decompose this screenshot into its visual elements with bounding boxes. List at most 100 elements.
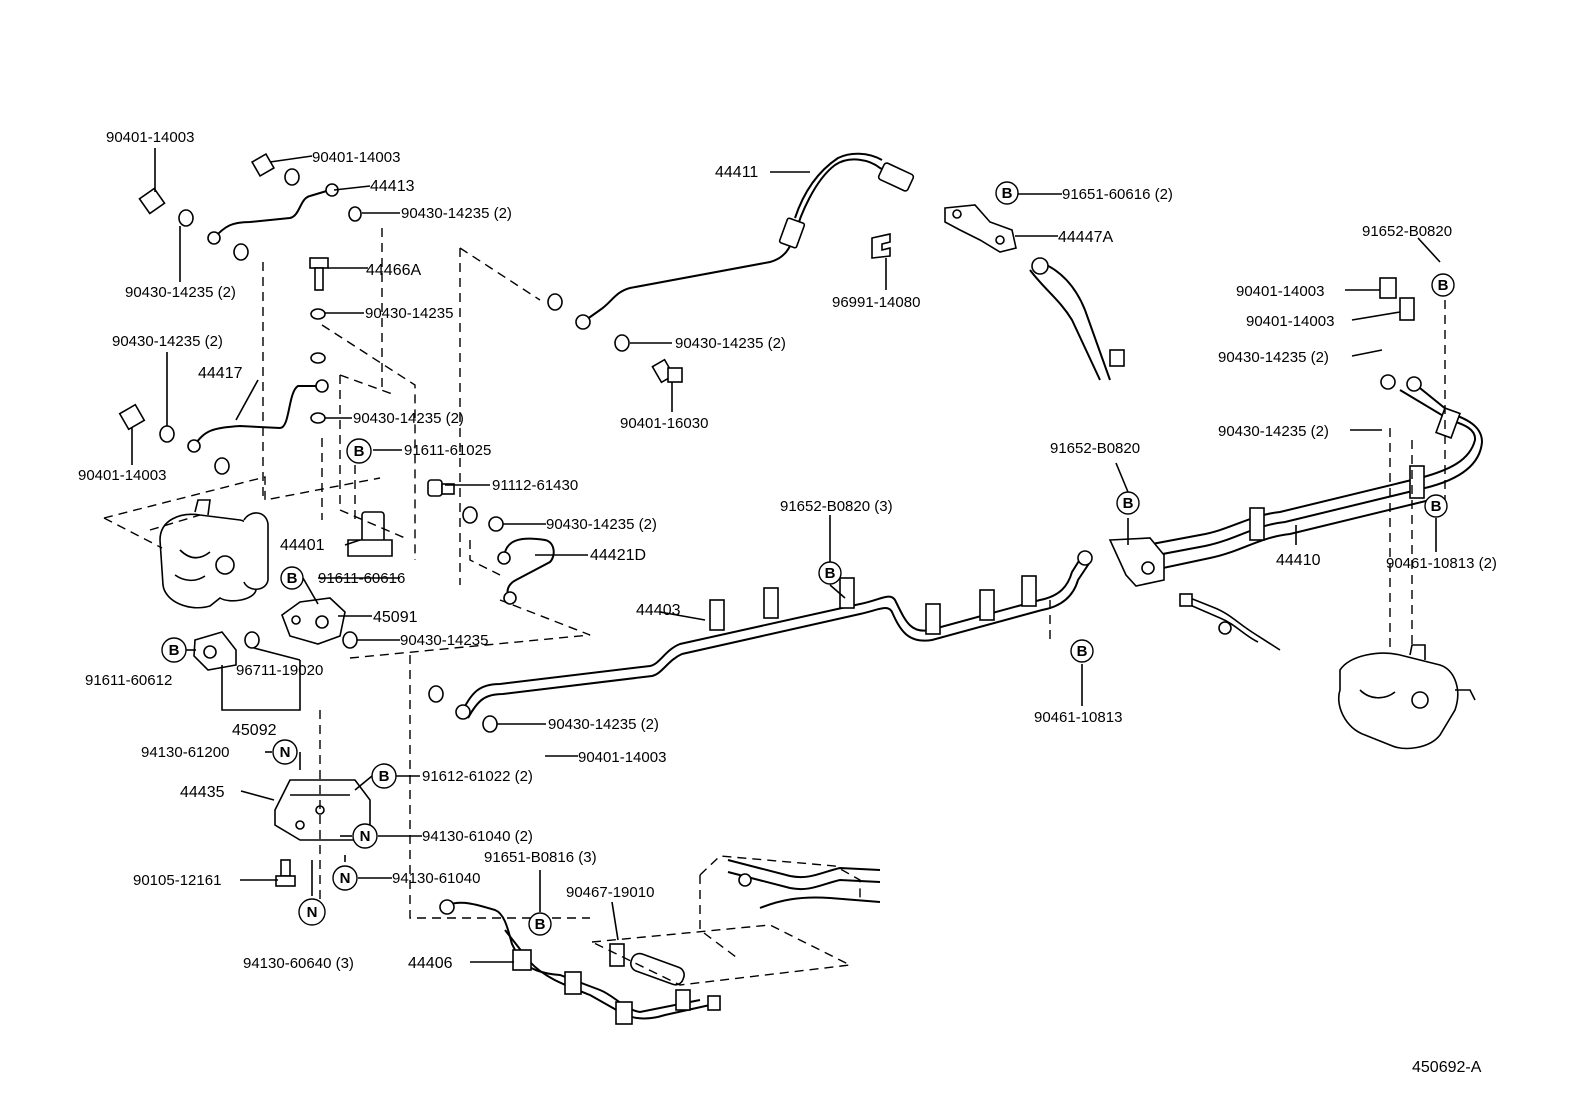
drawing-id: 450692-A [1412, 1059, 1482, 1076]
part-label: 90430-14235 (2) [1218, 423, 1329, 440]
part-label: 91611-61025 [404, 442, 491, 459]
tube-44403-inner [467, 561, 1091, 719]
marker-b: B [346, 438, 372, 464]
part-label: 91651-60616 (2) [1062, 186, 1173, 203]
part-label: 91651-B0816 (3) [484, 849, 597, 866]
bracket-45092-icon [193, 631, 260, 671]
part-label: 94130-60640 (3) [243, 955, 354, 972]
union-bolt-icon [118, 152, 276, 431]
part-label: 94130-61200 [141, 744, 229, 761]
svg-text:N: N [280, 744, 291, 761]
part-label: 91612-61022 (2) [422, 768, 533, 785]
svg-text:N: N [360, 828, 371, 845]
part-label: 90105-12161 [133, 872, 221, 889]
part-label: 96711-19020 [236, 662, 323, 679]
svg-text:B: B [379, 768, 390, 785]
marker-b: B [818, 561, 842, 585]
svg-text:B: B [1438, 277, 1449, 294]
part-label: 44413 [370, 178, 415, 195]
part-label: 90401-14003 [78, 467, 166, 484]
part-label: 90430-14235 (2) [1218, 349, 1329, 366]
actuator-icon [699, 855, 881, 961]
part-label: 44411 [715, 164, 758, 181]
bolt-icon [275, 859, 296, 887]
marker-b: B [161, 637, 187, 663]
part-label: 44403 [636, 602, 681, 619]
part-label: 90401-14003 [106, 129, 194, 146]
damper-icon [609, 943, 685, 986]
part-label: 91652-B0820 (3) [780, 498, 893, 515]
plug-icon [427, 479, 455, 497]
part-label: 90430-14235 (2) [125, 284, 236, 301]
marker-b: B [371, 763, 397, 789]
marker-n: N [352, 823, 378, 849]
marker-b: B [280, 566, 304, 590]
part-label: 44447A [1058, 229, 1113, 246]
svg-text:B: B [287, 570, 298, 587]
svg-text:N: N [340, 870, 351, 887]
clip-96991-icon [871, 233, 891, 259]
tube-44413 [213, 189, 331, 239]
part-label: 91112-61430 [492, 477, 578, 494]
svg-text:B: B [1077, 643, 1088, 660]
part-label: 90467-19010 [566, 884, 654, 901]
part-label: 91652-B0820 [1050, 440, 1140, 457]
tube-clamp-icon [512, 949, 721, 1025]
part-label: 45092 [232, 722, 277, 739]
part-label: 90430-14235 [400, 632, 488, 649]
part-label: 90401-14003 [1246, 313, 1334, 330]
part-label: 44401 [280, 537, 325, 554]
master-cylinder-right-icon [1338, 644, 1476, 750]
part-label: 44466A [366, 262, 421, 279]
svg-text:B: B [825, 565, 836, 582]
svg-text:B: B [1431, 498, 1442, 515]
part-label: 90430-14235 (2) [112, 333, 223, 350]
marker-b: B [528, 912, 552, 936]
part-label: 90461-10813 [1034, 709, 1122, 726]
part-label: 96991-14080 [832, 294, 920, 311]
part-label: 90430-14235 (2) [353, 410, 464, 427]
part-labels: 90401-14003 90401-14003 44413 90430-1423… [78, 129, 1497, 1076]
marker-b: B [1424, 494, 1448, 518]
part-label: 44435 [180, 784, 225, 801]
part-label: 90461-10813 (2) [1386, 555, 1497, 572]
marker-b: B [1070, 639, 1094, 663]
proportioning-valve-45091-icon [281, 597, 346, 645]
union-bolt-icon [1379, 277, 1415, 321]
part-label: 44421D [590, 547, 646, 564]
svg-text:B: B [1002, 185, 1013, 202]
part-label: 90430-14235 (2) [401, 205, 512, 222]
svg-text:N: N [307, 904, 318, 921]
svg-text:B: B [169, 642, 180, 659]
valve-44401-icon [347, 511, 393, 557]
tube-clamp-icon [709, 575, 1037, 635]
part-label: 90430-14235 (2) [548, 716, 659, 733]
svg-text:B: B [354, 443, 365, 460]
tube-44406 [446, 901, 701, 1014]
part-label: 90401-14003 [312, 149, 400, 166]
part-label: 90401-14003 [578, 749, 666, 766]
part-label: 91611-60612 [85, 672, 172, 689]
marker-b: B [995, 181, 1019, 205]
tube-44421D [503, 537, 555, 599]
marker-b: B [1116, 491, 1140, 515]
part-label: 45091 [373, 609, 418, 626]
part-label: 94130-61040 [392, 870, 480, 887]
bracket-44435-icon [274, 779, 371, 841]
master-cylinder-icon [159, 499, 269, 609]
part-label: 94130-61040 (2) [422, 828, 533, 845]
bracket-44447A-icon [944, 204, 1017, 253]
part-label: 90401-14003 [1236, 283, 1324, 300]
marker-n: N [298, 898, 326, 926]
union-bolt-44466A-icon [309, 257, 329, 291]
tube-44417 [193, 385, 322, 447]
part-label: 44406 [408, 955, 453, 972]
part-label: 90430-14235 (2) [546, 516, 657, 533]
part-label: 91652-B0820 [1362, 223, 1452, 240]
part-label: 44417 [198, 365, 243, 382]
junction-block-icon [1108, 537, 1165, 587]
part-label: 90430-14235 (2) [675, 335, 786, 352]
marker-b: B [1431, 273, 1455, 297]
svg-text:B: B [1123, 495, 1134, 512]
